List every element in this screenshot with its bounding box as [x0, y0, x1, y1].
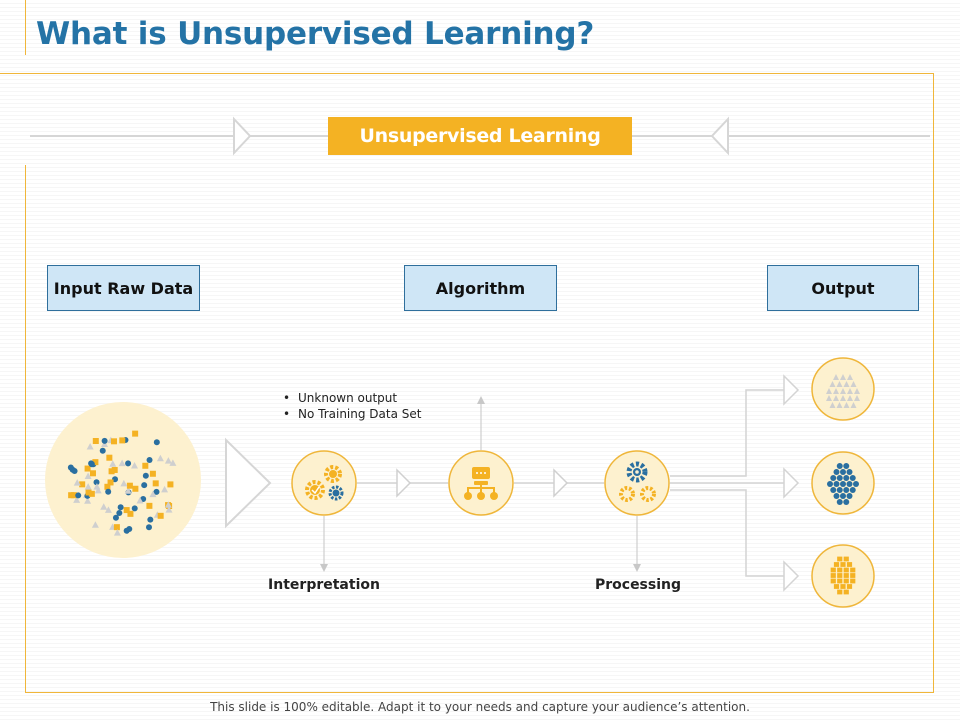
- algorithm-notes: Unknown output No Training Data Set: [283, 390, 421, 422]
- output-branches: [670, 374, 800, 592]
- frame-left-top: [25, 0, 26, 55]
- frame-left-bottom: [25, 165, 26, 693]
- stage-input-raw-data: Input Raw Data: [47, 265, 200, 311]
- frame-top-line: [112, 73, 934, 74]
- step-interpretation: [291, 450, 357, 516]
- vertical-connectors: [320, 396, 641, 572]
- output-cluster-2: [811, 451, 875, 515]
- stage-algorithm: Algorithm: [404, 265, 557, 311]
- note-unknown-output: Unknown output: [283, 390, 421, 406]
- footer-note: This slide is 100% editable. Adapt it to…: [210, 700, 750, 714]
- label-interpretation: Interpretation: [268, 577, 380, 593]
- raw-data-cluster-icon: [45, 402, 201, 558]
- flow-connectors: [357, 468, 604, 498]
- output-cluster-1: [811, 357, 875, 421]
- step-algorithm: [448, 450, 514, 516]
- note-no-training-data: No Training Data Set: [283, 406, 421, 422]
- hierarchy-chat-icon: [464, 467, 498, 500]
- step-processing: [604, 450, 670, 516]
- yellow-square-cluster-icon: [830, 556, 856, 595]
- gears-check-icon: [305, 465, 344, 501]
- banner-connector-right: [632, 116, 930, 156]
- gray-triangle-cluster-icon: [826, 374, 860, 408]
- label-processing: Processing: [594, 577, 682, 593]
- banner-connector-left: [30, 116, 328, 156]
- stage-output: Output: [767, 265, 919, 311]
- banner-unsupervised-learning: Unsupervised Learning: [328, 117, 632, 155]
- blue-dot-cluster-icon: [827, 463, 859, 505]
- gears-icon: [619, 461, 656, 502]
- big-chevron-icon: [225, 437, 272, 529]
- page-title: What is Unsupervised Learning?: [36, 16, 595, 52]
- frame-top-stub: [0, 73, 87, 74]
- output-cluster-3: [811, 544, 875, 608]
